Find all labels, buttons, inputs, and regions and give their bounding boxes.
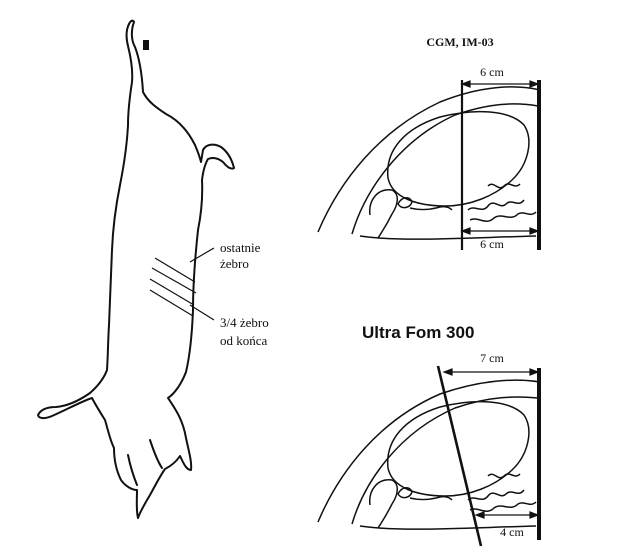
hind-leg-detail-2 [127,454,138,486]
top-inner-curve [351,103,539,235]
pointer-three-quarter [189,304,215,321]
top-upper-measurement: 6 cm [480,65,504,79]
top-process [409,205,453,211]
top-panel-title: CGM, IM-03 [426,35,493,49]
top-cross-section [317,86,541,240]
bottom-panel-title: Ultra Fom 300 [362,323,474,342]
top-loin-eye [387,110,530,207]
top-probes [460,80,541,250]
carcass-outline [37,19,235,519]
bottom-vertebra-inner [397,487,413,499]
label-last-rib-line1: ostatnie [220,240,261,255]
hind-leg-detail [149,439,163,469]
top-vertebra [369,189,398,239]
bottom-vertebra [369,479,398,529]
bottom-loin-eye [387,400,530,497]
bottom-bottom-rim [359,525,537,530]
bottom-tissue-2 [469,501,537,512]
top-outer-curve [317,86,541,233]
top-lower-measurement: 6 cm [480,237,504,251]
label-three-quarter-line2: od końca [220,333,268,348]
top-tissue-1 [467,199,525,211]
bottom-cross-section [317,379,541,530]
bottom-outer-curve [317,379,541,523]
bottom-tissue-1 [467,489,525,501]
bottom-lower-measurement: 4 cm [500,525,524,539]
bottom-process [409,495,453,501]
top-vertebra-inner [397,197,413,209]
top-tissue-3 [487,183,521,189]
label-pointers [189,247,215,321]
pointer-last-rib [189,247,215,263]
label-last-rib-line2: żebro [220,256,249,271]
bottom-upper-measurement: 7 cm [480,351,504,365]
label-three-quarter-line1: 3/4 żebro [220,315,269,330]
bottom-probes [436,365,541,547]
top-bottom-rim [359,235,537,240]
bottom-tissue-3 [487,473,521,479]
top-measure-arrows [460,80,540,235]
pig-carcass-drawing [37,19,235,519]
rib-hatching [149,257,197,317]
head-marker [143,40,149,50]
top-tissue-2 [469,211,537,222]
bottom-measure-arrows [442,368,540,519]
bottom-probe-slanted [436,365,483,547]
bottom-inner-curve [351,396,539,525]
